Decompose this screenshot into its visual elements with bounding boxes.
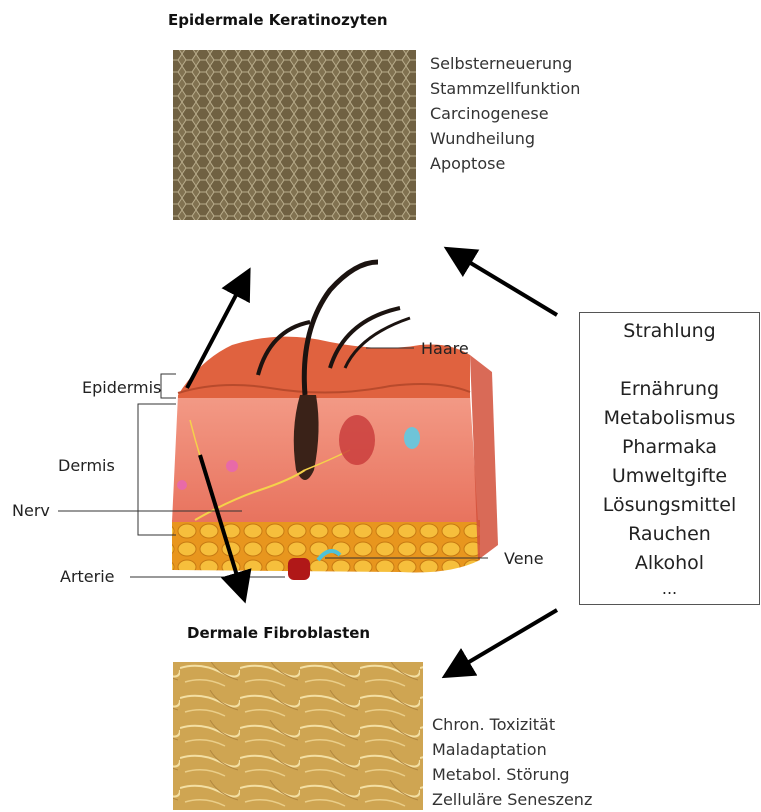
epidermis-bracket [161, 374, 176, 398]
list-item: Carcinogenese [430, 101, 580, 126]
factor-item: Lösungsmittel [580, 491, 759, 520]
factor-item: Rauchen [580, 520, 759, 549]
keratinocyte-micrograph [173, 50, 416, 220]
skin-illustration [172, 262, 498, 580]
arrow-factors-to-keratinocytes [454, 253, 557, 315]
list-item: Maladaptation [432, 737, 592, 762]
factor-item: Ernährung [580, 375, 759, 404]
label-dermis: Dermis [58, 456, 115, 475]
factor-item: Strahlung [580, 317, 759, 346]
list-item: Zelluläre Seneszenz [432, 787, 592, 812]
list-item: Selbsterneuerung [430, 51, 580, 76]
factor-item: Alkohol [580, 549, 759, 578]
label-arterie: Arterie [60, 567, 115, 586]
fibroblasts-title: Dermale Fibroblasten [187, 624, 370, 642]
label-nerv: Nerv [12, 501, 50, 520]
arrow-factors-to-fibroblasts [452, 610, 557, 672]
factor-spacer [580, 346, 759, 375]
list-item: Metabol. Störung [432, 762, 592, 787]
list-item: Apoptose [430, 151, 580, 176]
fibroblast-micrograph [173, 662, 423, 810]
list-item: Stammzellfunktion [430, 76, 580, 101]
label-vene: Vene [504, 549, 544, 568]
list-item: Wundheilung [430, 126, 580, 151]
factors-box: Strahlung Ernährung Metabolismus Pharmak… [579, 312, 760, 605]
factor-item: Pharmaka [580, 433, 759, 462]
factor-item: Metabolismus [580, 404, 759, 433]
label-epidermis: Epidermis [82, 378, 161, 397]
factor-item: Umweltgifte [580, 462, 759, 491]
factor-item: ... [580, 578, 759, 607]
label-haare: Haare [421, 339, 469, 358]
list-item: Chron. Toxizität [432, 712, 592, 737]
keratinocyte-function-list: Selbsterneuerung Stammzellfunktion Carci… [430, 51, 580, 176]
dermis-bracket [138, 404, 176, 535]
fibroblast-function-list: Chron. Toxizität Maladaptation Metabol. … [432, 712, 592, 812]
